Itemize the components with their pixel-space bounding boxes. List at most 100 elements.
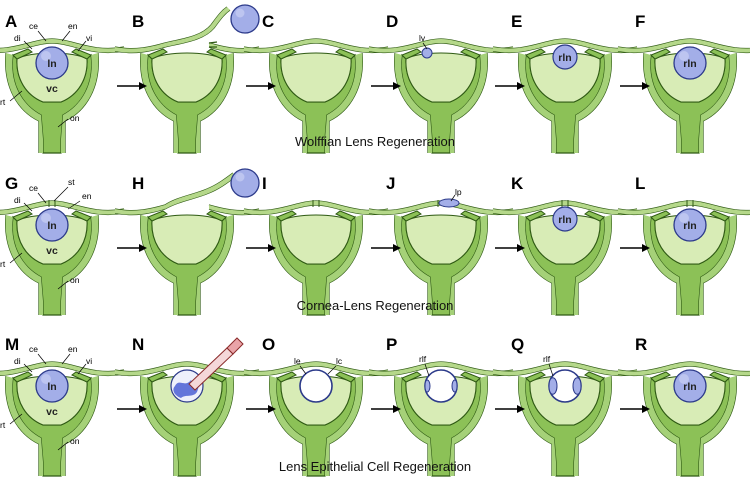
fiber-right bbox=[451, 379, 458, 393]
panel-letter-a: A bbox=[5, 12, 17, 31]
lens-label: ln bbox=[47, 381, 56, 393]
row-caption-1: Wolffian Lens Regeneration bbox=[295, 134, 455, 149]
panel-h bbox=[114, 168, 260, 316]
progression-arrow bbox=[620, 82, 650, 90]
label-en: en bbox=[68, 21, 78, 31]
panel-letter-i: I bbox=[262, 174, 267, 193]
lens-label: rln bbox=[558, 52, 571, 64]
progression-arrow bbox=[246, 244, 276, 252]
label-lv: lv bbox=[419, 33, 426, 43]
progression-arrow bbox=[495, 244, 525, 252]
fiber-left bbox=[424, 379, 431, 393]
caption-layer: Wolffian Lens Regeneration Cornea-Lens R… bbox=[279, 134, 471, 474]
panel-letter-d: D bbox=[386, 12, 398, 31]
lens-placode bbox=[438, 198, 460, 208]
label-lc: lc bbox=[336, 356, 343, 366]
progression-arrow bbox=[246, 82, 276, 90]
panel-letter-h: H bbox=[132, 174, 144, 193]
panel-j: lp bbox=[368, 187, 514, 316]
panel-e: rln bbox=[492, 38, 638, 154]
label-ce: ce bbox=[29, 183, 38, 193]
label-ce: ce bbox=[29, 344, 38, 354]
panel-n bbox=[114, 337, 260, 477]
progression-arrow bbox=[117, 405, 147, 413]
label-en: en bbox=[68, 344, 78, 354]
panel-letter-q: Q bbox=[511, 335, 524, 354]
fiber-right bbox=[572, 377, 582, 395]
label-vi: vi bbox=[86, 356, 92, 366]
panel-letter-r: R bbox=[635, 335, 647, 354]
lens-label: rln bbox=[558, 214, 571, 226]
progression-arrow bbox=[495, 405, 525, 413]
panel-letter-g: G bbox=[5, 174, 18, 193]
label-lp: lp bbox=[455, 187, 462, 197]
panel-p: rlf bbox=[368, 354, 514, 477]
panel-l: rln bbox=[617, 200, 750, 316]
label-di: di bbox=[14, 356, 21, 366]
panel-k: rln bbox=[492, 200, 638, 316]
progression-arrow bbox=[246, 405, 276, 413]
lens-label: rln bbox=[683, 58, 696, 70]
label-di: di bbox=[14, 33, 21, 43]
label-on: on bbox=[70, 275, 80, 285]
label-ce: ce bbox=[29, 21, 38, 31]
progression-arrow bbox=[117, 82, 147, 90]
panel-letter-p: P bbox=[386, 335, 397, 354]
panel-letter-e: E bbox=[511, 12, 522, 31]
lens-label: ln bbox=[47, 58, 56, 70]
lens-label: rln bbox=[683, 381, 696, 393]
panel-letter-b: B bbox=[132, 12, 144, 31]
progression-arrow bbox=[495, 82, 525, 90]
label-st: st bbox=[68, 177, 75, 187]
panel-letter-o: O bbox=[262, 335, 275, 354]
label-on: on bbox=[70, 113, 80, 123]
removed-lens bbox=[230, 4, 260, 34]
panel-d: lv bbox=[368, 33, 514, 154]
label-vi: vi bbox=[86, 33, 92, 43]
progression-arrow bbox=[620, 405, 650, 413]
panel-letter-m: M bbox=[5, 335, 19, 354]
row-caption-2: Cornea-Lens Regeneration bbox=[297, 298, 454, 313]
progression-arrow bbox=[371, 82, 401, 90]
label-rlf: rlf bbox=[543, 354, 551, 364]
label-vc: vc bbox=[46, 406, 58, 418]
progression-arrow bbox=[620, 244, 650, 252]
label-vc: vc bbox=[46, 245, 58, 257]
label-di: di bbox=[14, 195, 21, 205]
lens-vesicle bbox=[421, 47, 433, 59]
panel-letter-f: F bbox=[635, 12, 645, 31]
label-on: on bbox=[70, 436, 80, 446]
growing-lens bbox=[552, 44, 578, 70]
panel-letter-l: L bbox=[635, 174, 645, 193]
panel-f: rln bbox=[617, 38, 750, 154]
panel-letter-k: K bbox=[511, 174, 524, 193]
progression-arrow bbox=[371, 405, 401, 413]
panel-letter-c: C bbox=[262, 12, 274, 31]
label-rt: rt bbox=[0, 97, 6, 107]
label-rt: rt bbox=[0, 259, 6, 269]
row-caption-3: Lens Epithelial Cell Regeneration bbox=[279, 459, 471, 474]
arrow-layer bbox=[117, 82, 650, 413]
label-rt: rt bbox=[0, 420, 6, 430]
label-rlf: rlf bbox=[419, 354, 427, 364]
label-en: en bbox=[82, 191, 92, 201]
progression-arrow bbox=[117, 244, 147, 252]
removed-lens bbox=[230, 168, 260, 198]
panel-r: rln bbox=[617, 361, 750, 477]
growing-lens bbox=[552, 206, 578, 232]
label-le: le bbox=[294, 356, 301, 366]
lens-capsule bbox=[299, 369, 333, 403]
fiber-left bbox=[548, 377, 558, 395]
label-vc: vc bbox=[46, 83, 58, 95]
panel-o: le lc bbox=[243, 356, 389, 477]
lens-label: rln bbox=[683, 220, 696, 232]
panel-letter-n: N bbox=[132, 335, 144, 354]
progression-arrow bbox=[371, 244, 401, 252]
lens-label: ln bbox=[47, 220, 56, 232]
panel-i bbox=[243, 200, 389, 316]
